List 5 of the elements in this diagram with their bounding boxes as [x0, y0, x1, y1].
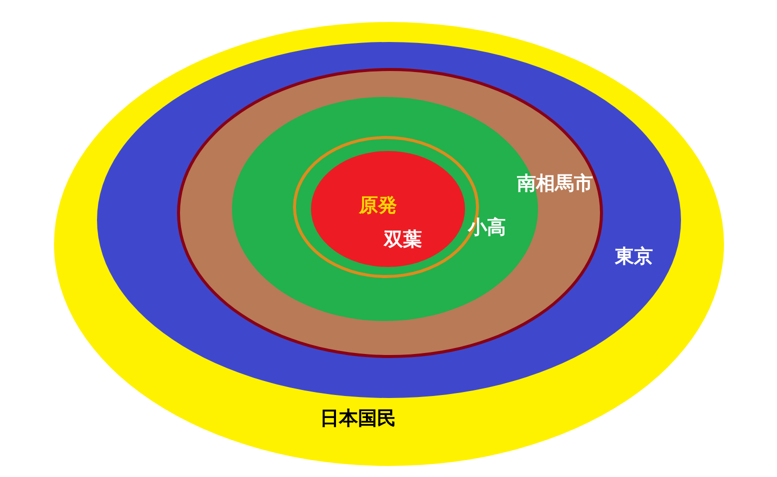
place-label: 双葉	[384, 230, 422, 250]
place-label: 東京	[615, 248, 653, 266]
oval-zone	[311, 151, 465, 267]
place-label: 日本国民	[320, 410, 396, 428]
place-label: 原発	[359, 196, 397, 216]
